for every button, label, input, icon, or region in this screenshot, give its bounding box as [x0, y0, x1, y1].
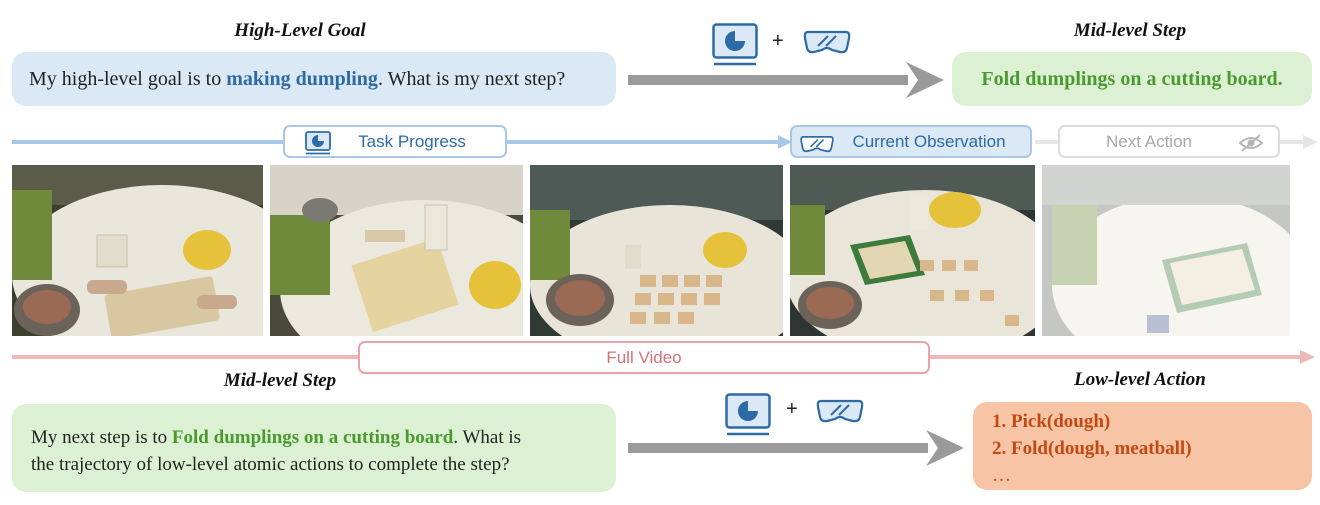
step-question-suffix: . What is — [453, 427, 522, 448]
progress-icon-small — [305, 131, 331, 160]
mid-level-step-heading-bottom: Mid-level Step — [223, 370, 337, 391]
low-level-action-heading: Low-level Action — [1074, 369, 1206, 390]
step-question-line2: the trajectory of low-level atomic actio… — [31, 454, 510, 475]
plus-sign: + — [772, 30, 784, 52]
frame-cut-dough — [270, 165, 523, 336]
progress-icon — [712, 23, 758, 72]
frame-placing-filling — [530, 165, 783, 336]
high-level-goal-heading: High-Level Goal — [234, 20, 366, 41]
top-arrow — [628, 60, 946, 105]
task-progress-pill: Task Progress — [283, 125, 507, 158]
goal-question-suffix: . What is my next step? — [377, 68, 566, 90]
current-observation-label: Current Observation — [852, 131, 1006, 151]
goggles-icon-bottom — [815, 397, 865, 430]
step-highlight: Fold dumplings on a cutting board — [171, 427, 454, 448]
plus-sign-bottom: + — [786, 398, 798, 420]
step-question-line1: My next step is to Fold dumplings on a c… — [31, 424, 616, 451]
goggles-icon-small — [798, 134, 836, 159]
full-video-pill: Full Video — [358, 341, 930, 374]
progress-icon-bottom — [725, 393, 771, 442]
frame-current-folding — [790, 165, 1035, 336]
frame-next-hidden — [1042, 165, 1290, 336]
step-question-prefix: My next step is to — [31, 427, 172, 448]
action-item-2: 2. Fold(dough, meatball) — [992, 438, 1192, 459]
goggles-icon — [802, 28, 852, 61]
answer-text: Fold dumplings on a cutting board. — [981, 68, 1283, 90]
action-item-ellipsis: … — [992, 465, 1011, 486]
goal-highlight: making dumpling — [226, 68, 378, 90]
eye-slash-icon — [1238, 133, 1264, 158]
low-level-action-list: 1. Pick(dough) 2. Fold(dough, meatball) … — [973, 402, 1312, 490]
frame-rolling-dough — [12, 165, 263, 336]
goal-question-bubble: My high-level goal is to making dumpling… — [12, 52, 616, 106]
mid-level-step-heading-top: Mid-level Step — [1073, 20, 1187, 41]
bottom-arrow — [628, 428, 966, 473]
mid-level-step-answer: Fold dumplings on a cutting board. — [952, 52, 1312, 106]
current-observation-pill: Current Observation — [790, 125, 1032, 158]
next-action-pill: Next Action — [1058, 125, 1280, 158]
next-action-label: Next Action — [1106, 131, 1192, 151]
action-item-1: 1. Pick(dough) — [992, 411, 1111, 432]
full-video-label: Full Video — [606, 347, 682, 367]
step-question-bubble: My next step is to Fold dumplings on a c… — [12, 404, 616, 492]
task-progress-label: Task Progress — [358, 131, 466, 151]
goal-question-prefix: My high-level goal is to — [29, 68, 227, 90]
